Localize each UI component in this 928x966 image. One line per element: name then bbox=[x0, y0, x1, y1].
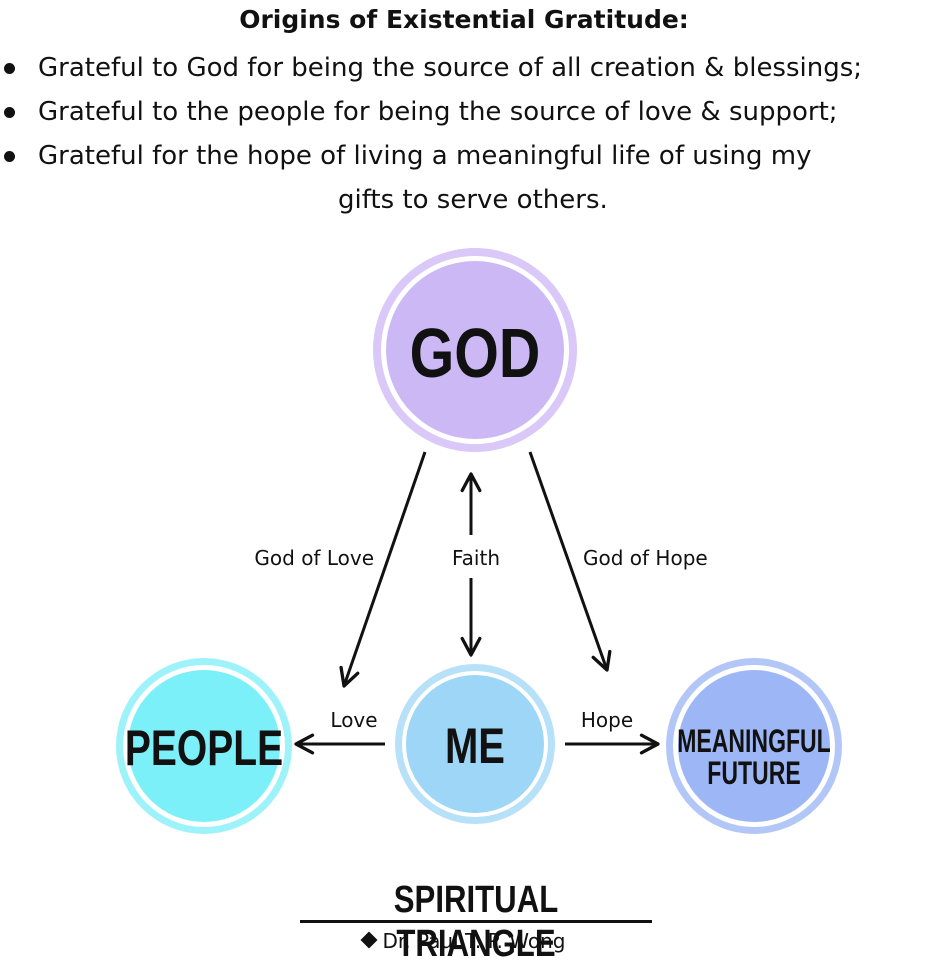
list-item: Grateful to the people for being the sou… bbox=[0, 90, 928, 134]
node-people: PEOPLE bbox=[116, 658, 292, 834]
me-circle bbox=[406, 675, 544, 813]
edge-label-love: Love bbox=[330, 708, 377, 732]
edge-label-god-of-love: God of Love bbox=[254, 546, 374, 570]
node-me: ME bbox=[395, 664, 555, 824]
diagram-title: SPIRITUAL TRIANGLE bbox=[393, 879, 559, 965]
future-circle bbox=[678, 670, 830, 822]
list-item: Grateful to God for being the source of … bbox=[0, 46, 928, 90]
people-circle bbox=[128, 670, 280, 822]
people-label: PEOPLE bbox=[125, 719, 283, 776]
bullet-dot-icon bbox=[4, 151, 15, 162]
node-meaningful-future: MEANINGFUL FUTURE bbox=[666, 658, 842, 834]
god-label: GOD bbox=[410, 314, 541, 393]
diamond-icon bbox=[360, 931, 378, 949]
list-item-text: Grateful to the people for being the sou… bbox=[38, 97, 838, 127]
edge-label-faith: Faith bbox=[452, 546, 500, 570]
author-name: Dr. Paul T. P. Wong bbox=[382, 929, 566, 953]
list-item-text: Grateful to God for being the source of … bbox=[38, 53, 863, 83]
god-circle bbox=[386, 261, 564, 439]
list-item-continuation: gifts to serve others. bbox=[338, 185, 608, 215]
bullet-dot-icon bbox=[4, 107, 15, 118]
future-label-line1: MEANINGFUL bbox=[677, 723, 831, 759]
edge-label-hope: Hope bbox=[581, 708, 633, 732]
list-item: Grateful for the hope of living a meanin… bbox=[0, 134, 928, 222]
me-label: ME bbox=[445, 718, 505, 774]
page-title: Origins of Existential Gratitude: bbox=[239, 5, 689, 34]
author-credit: Dr. Paul T. P. Wong bbox=[0, 926, 928, 956]
arrow-god-to-future bbox=[528, 451, 612, 672]
future-label-line2: FUTURE bbox=[707, 755, 800, 791]
gratitude-list: Grateful to God for being the source of … bbox=[0, 46, 928, 222]
title-underline bbox=[300, 920, 652, 923]
edge-label-god-of-hope: God of Hope bbox=[583, 546, 708, 570]
node-god: GOD bbox=[373, 248, 577, 452]
arrow-god-to-people bbox=[339, 451, 427, 688]
bullet-dot-icon bbox=[4, 63, 15, 74]
list-item-text: Grateful for the hope of living a meanin… bbox=[38, 141, 812, 171]
